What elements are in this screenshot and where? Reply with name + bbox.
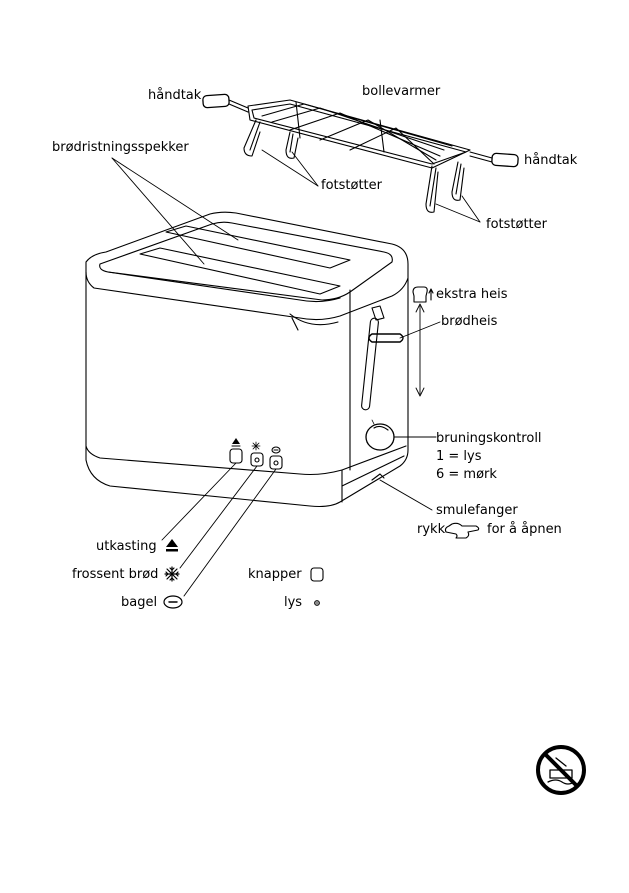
rack-leaders	[261, 149, 481, 223]
light-icon	[314, 600, 320, 606]
side-leaders	[379, 303, 441, 511]
label-bagel: bagel	[121, 595, 158, 610]
toast-slot-1	[165, 225, 351, 269]
bread-lever	[368, 333, 404, 343]
crumb-tray-hand	[371, 473, 385, 481]
foot-right-1	[425, 165, 439, 213]
label-crumb-pull-prefix: rykk	[417, 522, 446, 537]
label-browning-light: 1 = lys	[436, 449, 482, 464]
label-bread-lift: brødheis	[441, 314, 498, 329]
foot-left-2	[285, 131, 299, 159]
snowflake-icon	[164, 566, 180, 582]
foot-left-1	[243, 119, 261, 157]
no-water-icon	[536, 745, 586, 795]
bagel-icon	[163, 595, 183, 609]
label-handle-left: håndtak	[148, 88, 202, 103]
browning-knob	[365, 423, 395, 451]
label-buttons: knapper	[248, 567, 302, 582]
handle-right-grip	[491, 152, 519, 168]
eject-button	[229, 448, 243, 464]
toaster	[85, 211, 409, 508]
button-leaders	[161, 462, 277, 597]
crumb-tray-band	[341, 455, 405, 487]
label-browning-dark: 6 = mørk	[436, 467, 497, 482]
lever-slot	[361, 317, 379, 411]
label-frozen-bread: frossent brød	[72, 567, 159, 582]
handle-left-grip	[202, 93, 230, 109]
label-bun-warmer: bollevarmer	[362, 84, 441, 99]
extra-lift-icon	[412, 286, 434, 303]
foot-right-2	[451, 161, 465, 201]
slot-leaders	[111, 157, 239, 265]
legend-icons	[163, 286, 480, 609]
label-crumb-pull-suffix: for å åpnen	[487, 522, 562, 537]
frozen-button	[250, 452, 264, 467]
toaster-body	[85, 271, 409, 508]
eject-icon	[166, 539, 178, 547]
label-feet-right: fotstøtter	[486, 217, 547, 232]
pointing-hand-icon	[444, 522, 480, 539]
front-buttons	[229, 438, 283, 470]
extra-lift-mark	[371, 305, 385, 321]
label-extra-lift: ekstra heis	[436, 287, 508, 302]
bagel-button	[269, 455, 283, 470]
label-eject: utkasting	[96, 539, 157, 554]
label-crumb-tray: smulefanger	[436, 503, 518, 518]
label-toast-slots: brødristningsspekker	[52, 140, 189, 155]
label-feet-left: fotstøtter	[321, 178, 382, 193]
label-browning-control: bruningskontroll	[436, 431, 542, 446]
label-handle-right: håndtak	[524, 153, 578, 168]
button-icon	[310, 567, 324, 582]
bun-warmer	[202, 93, 519, 213]
label-light: lys	[284, 595, 303, 610]
toast-slot-2	[139, 247, 341, 295]
